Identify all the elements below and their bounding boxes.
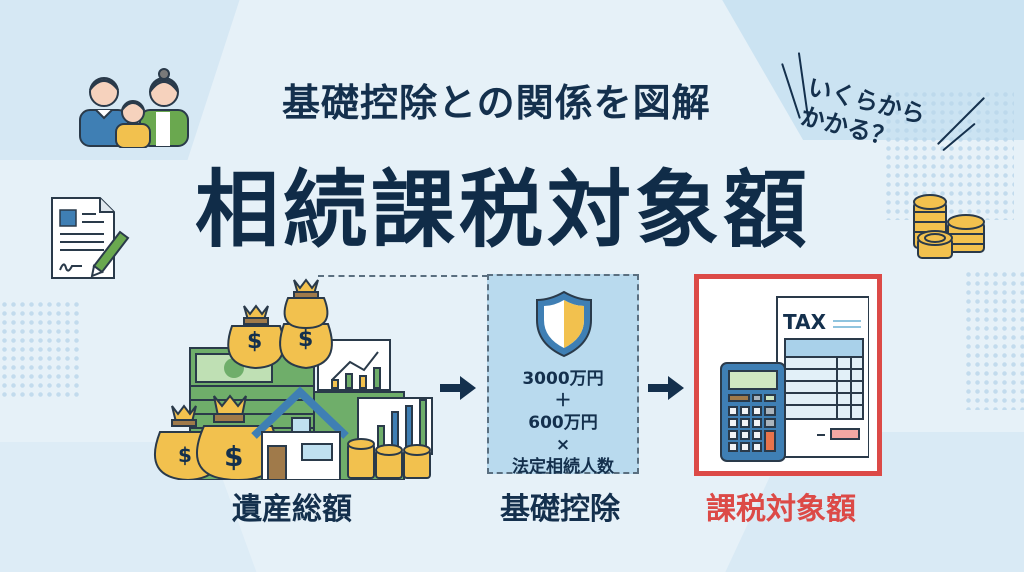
step-label-taxable-amount: 課税対象額 — [706, 492, 856, 527]
taxable-amount-box: TAX — [694, 274, 882, 476]
shield-icon — [535, 290, 593, 362]
page-title: 相続課税対象額 — [195, 161, 812, 259]
basic-deduction-box: 3000万円 ＋ 600万円 × 法定相続人数 — [487, 274, 639, 477]
formula-line: 3000万円 — [522, 369, 604, 389]
deduction-formula: 3000万円 ＋ 600万円 × 法定相続人数 — [489, 368, 637, 478]
svg-text:$: $ — [298, 327, 313, 352]
dot-pattern — [0, 300, 80, 400]
arrow-right-icon — [648, 376, 684, 400]
formula-line: 法定相続人数 — [512, 457, 614, 477]
dot-pattern — [884, 90, 1014, 220]
svg-text:TAX: TAX — [783, 310, 827, 334]
svg-text:$: $ — [224, 440, 243, 473]
step-label-estate-total: 遺産総額 — [232, 492, 352, 527]
svg-text:$: $ — [178, 443, 192, 467]
calculator-tax-form-illustration: TAX — [719, 295, 870, 467]
estate-assets-illustration: $ $ $ $ — [150, 276, 450, 484]
formula-operator: × — [555, 435, 571, 455]
formula-line: 600万円 — [528, 413, 598, 433]
arrow-right-icon — [440, 376, 476, 400]
dot-pattern — [964, 270, 1024, 410]
svg-text:$: $ — [247, 329, 262, 354]
step-label-basic-deduction: 基礎控除 — [500, 492, 620, 527]
document-pen-icon — [50, 196, 134, 286]
family-icon — [76, 68, 192, 152]
subtitle: 基礎控除との関係を図解 — [282, 81, 711, 125]
coin-stack-icon — [912, 192, 988, 266]
formula-operator: ＋ — [554, 391, 572, 411]
dashed-connector — [318, 275, 488, 277]
